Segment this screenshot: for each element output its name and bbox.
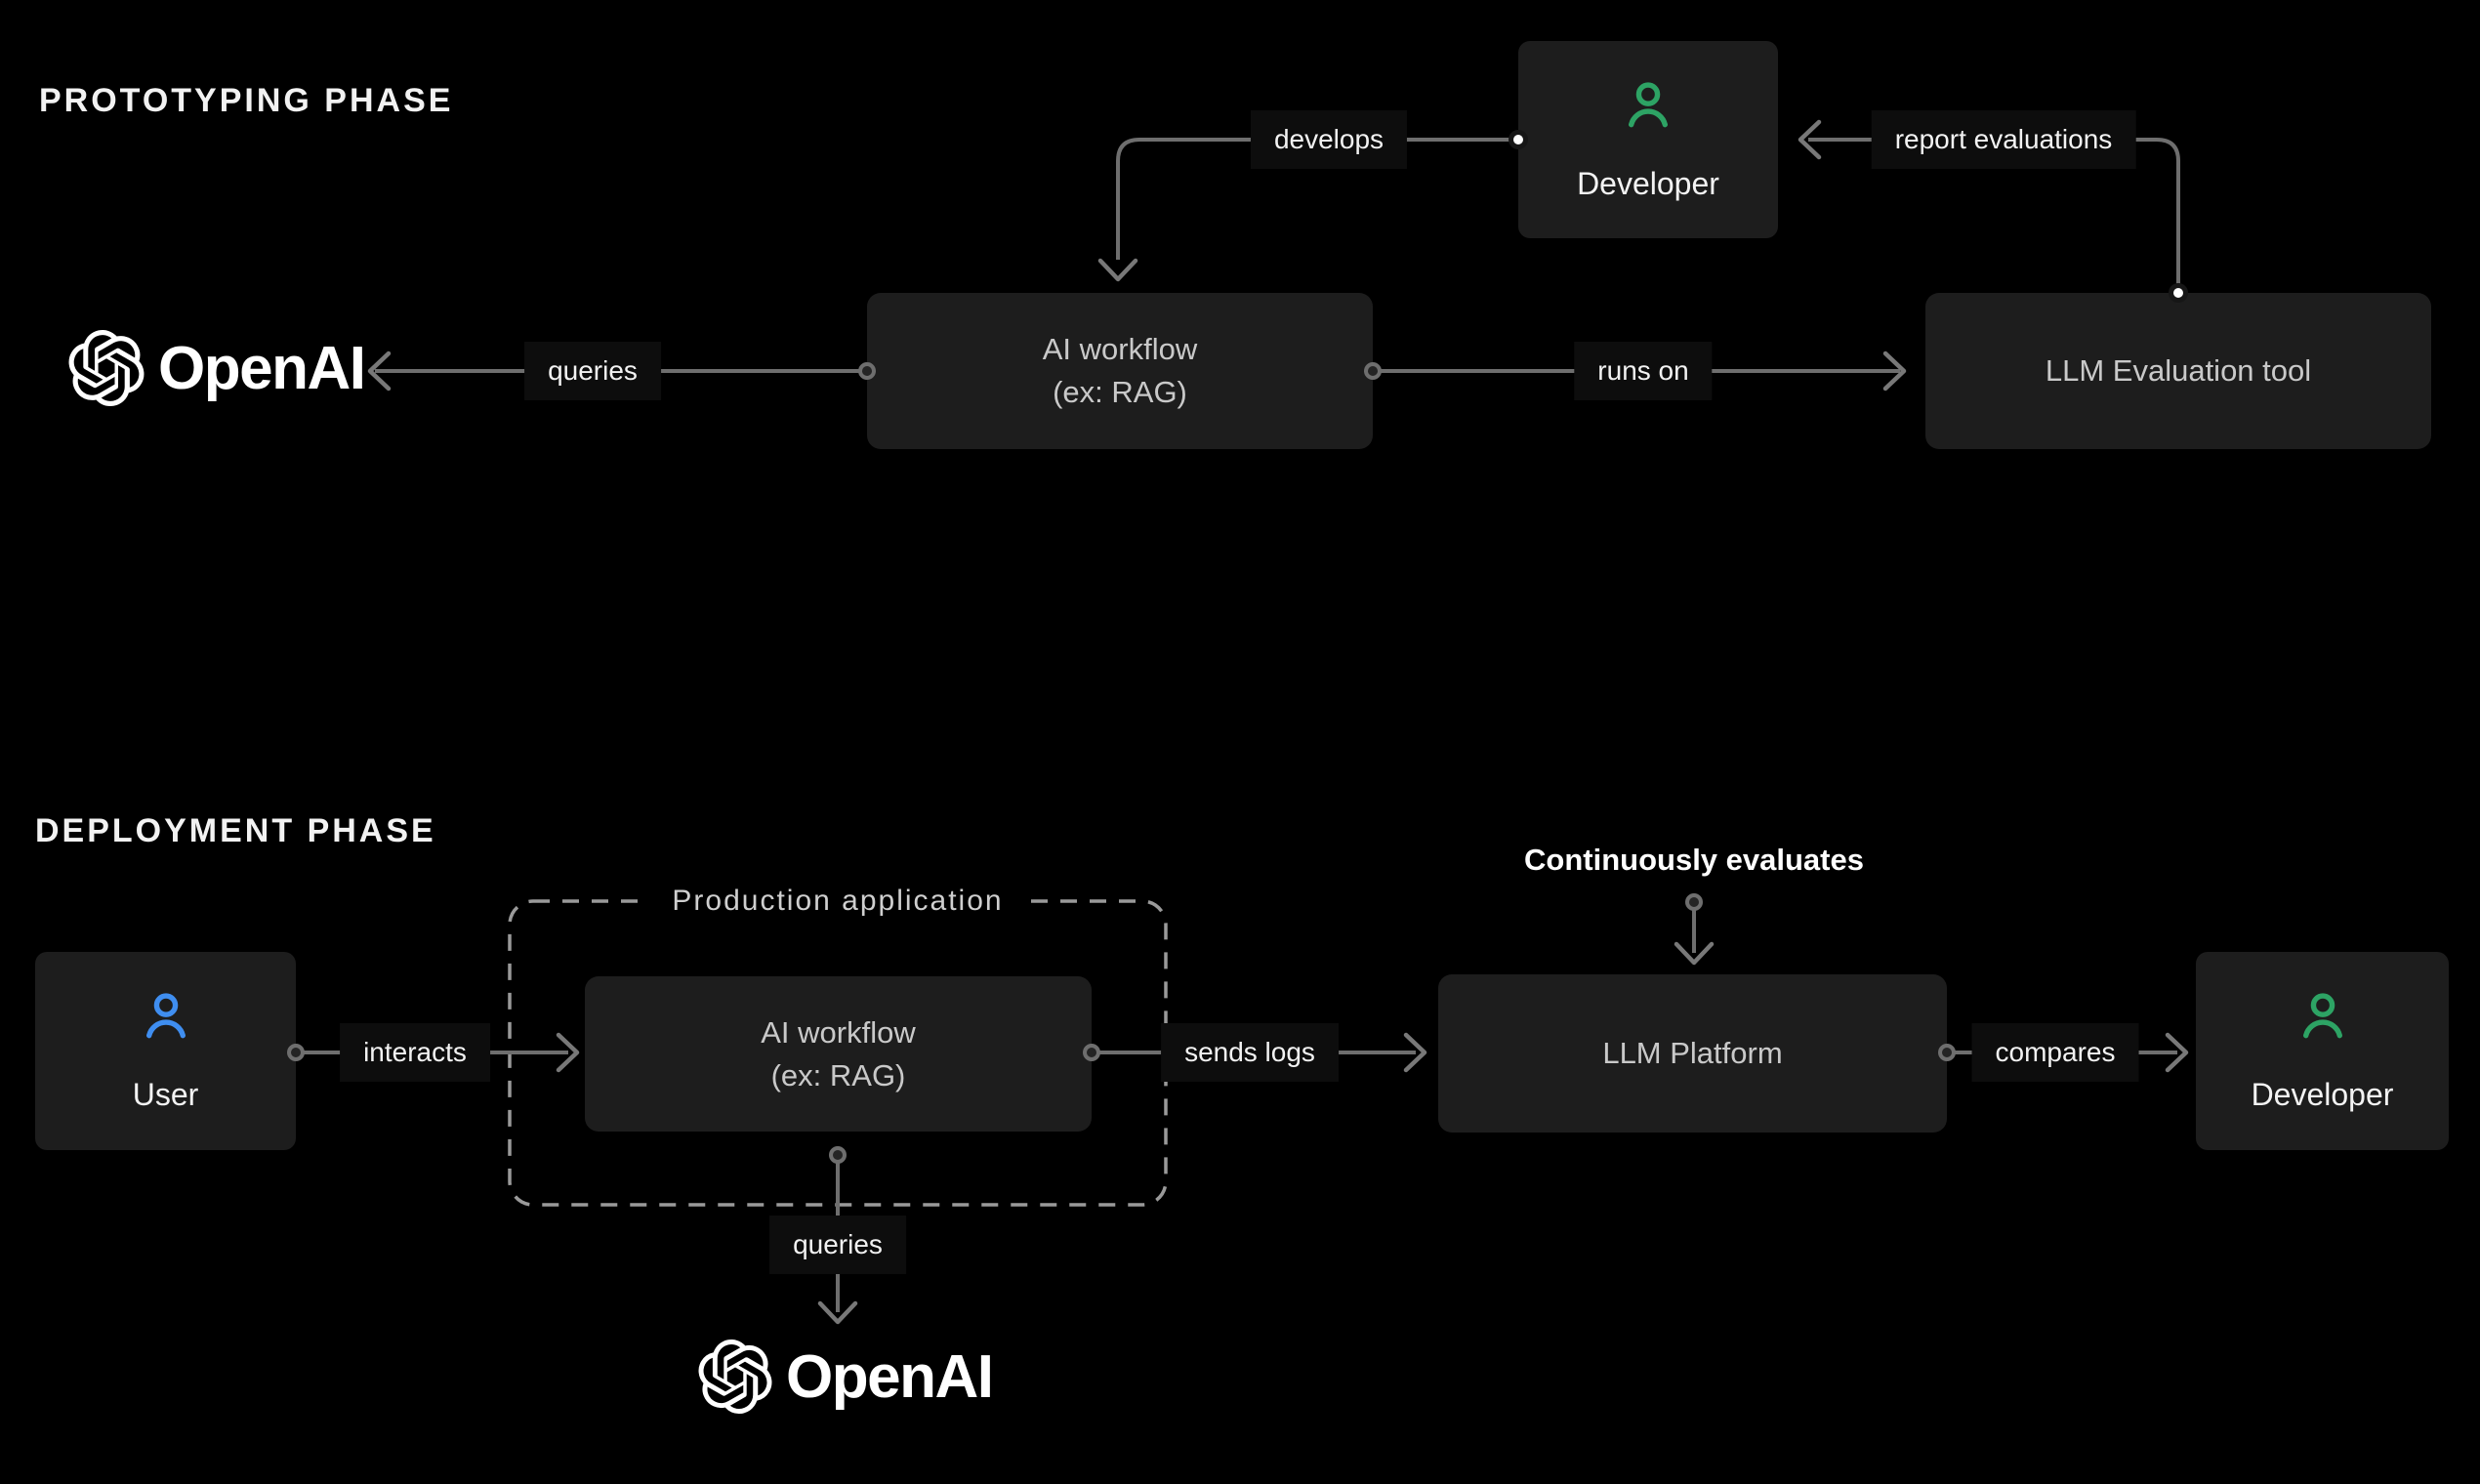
arrow-down-icon [817, 1300, 858, 1325]
edge-develops-line [1116, 138, 1518, 260]
arrow-right-icon [1403, 1032, 1427, 1073]
connector-ring [829, 1146, 847, 1164]
arrow-left-icon [1798, 119, 1822, 160]
openai-logo-bottom: OpenAI [698, 1340, 994, 1414]
node-label: User [132, 1077, 199, 1112]
deployment-phase-title: DEPLOYMENT PHASE [35, 812, 436, 849]
node-label: LLM Evaluation tool [2045, 353, 2312, 388]
node-label-line2: (ex: RAG) [1053, 375, 1187, 409]
node-label-line1: AI workflow [1042, 332, 1198, 366]
node-label: LLM Platform [1602, 1036, 1783, 1070]
edge-label-compares: compares [1971, 1023, 2139, 1082]
edge-label-queries-bottom: queries [769, 1216, 906, 1274]
person-icon [136, 985, 196, 1048]
edge-label-report-evaluations: report evaluations [1871, 110, 2136, 169]
person-icon [2293, 985, 2353, 1048]
node-user: User [35, 952, 296, 1150]
openai-logo: OpenAI [68, 330, 366, 406]
person-icon [1618, 74, 1678, 137]
edge-label-interacts: interacts [340, 1023, 490, 1082]
connector-ring [858, 362, 876, 380]
arrow-left-icon [367, 350, 392, 392]
node-ai-workflow-deployment: AI workflow (ex: RAG) [585, 976, 1092, 1132]
connector-dot [1509, 130, 1528, 149]
connector-ring [1083, 1044, 1100, 1061]
edge-label-sends-logs: sends logs [1161, 1023, 1339, 1082]
node-developer-deployment: Developer [2196, 952, 2449, 1150]
connector-ring [287, 1044, 305, 1061]
arrow-right-icon [2165, 1032, 2189, 1073]
continuously-evaluates-label: Continuously evaluates [1524, 843, 1864, 877]
edge-label-develops: develops [1250, 110, 1408, 169]
arrow-down-icon [1674, 941, 1715, 966]
node-label-line2: (ex: RAG) [770, 1057, 906, 1092]
production-application-label: Production application [648, 885, 1027, 918]
node-label-line1: AI workflow [761, 1014, 916, 1050]
node-llm-platform: LLM Platform [1438, 974, 1947, 1133]
edge-report-evaluations-line [1808, 138, 2180, 293]
arrow-right-icon [1882, 350, 1907, 392]
connector-ring [1364, 362, 1382, 380]
node-label: Developer [1577, 166, 1719, 201]
connector-ring [1938, 1044, 1956, 1061]
node-label: Developer [2251, 1077, 2394, 1112]
edge-label-queries: queries [524, 342, 661, 400]
openai-wordmark: OpenAI [786, 1342, 994, 1411]
openai-logomark-icon [698, 1340, 772, 1414]
node-ai-workflow-prototyping: AI workflow (ex: RAG) [867, 293, 1373, 449]
node-developer-prototyping: Developer [1518, 41, 1778, 238]
connector-ring [1685, 893, 1703, 911]
openai-logomark-icon [68, 330, 145, 406]
arrow-down-icon [1097, 258, 1138, 282]
arrow-right-icon [556, 1032, 580, 1073]
node-llm-evaluation-tool: LLM Evaluation tool [1925, 293, 2431, 449]
openai-wordmark: OpenAI [158, 334, 366, 402]
prototyping-phase-title: PROTOTYPING PHASE [39, 82, 454, 119]
edge-label-runs-on: runs on [1574, 342, 1713, 400]
connector-dot [2169, 283, 2188, 303]
